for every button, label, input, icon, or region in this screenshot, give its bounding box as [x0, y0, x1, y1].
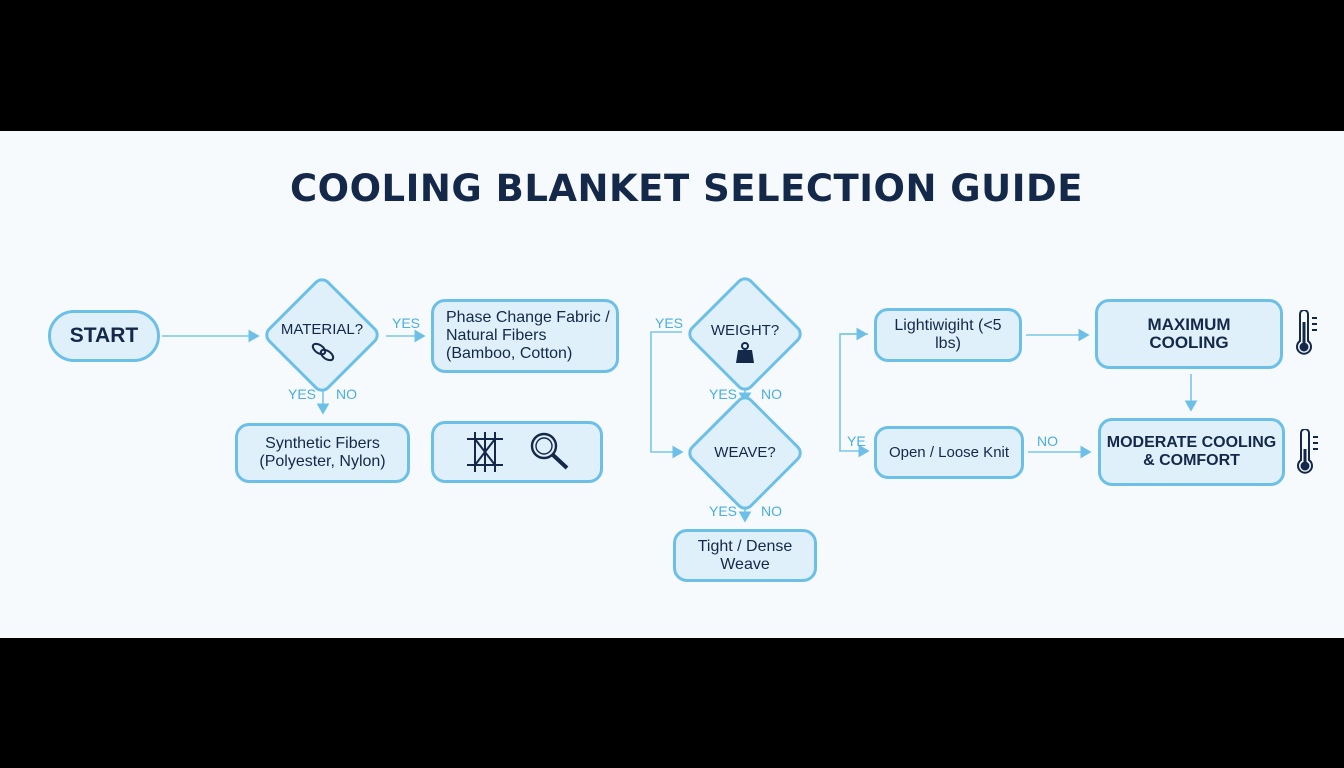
- maximum-cooling-label: MAXIMUM COOLING: [1147, 315, 1231, 352]
- fabric-icon-box: [431, 421, 603, 483]
- edge-label-yes: YES: [655, 315, 684, 331]
- open-loose-label: Open / Loose Knit: [888, 443, 1010, 461]
- edge-label-yes: YES: [288, 386, 317, 402]
- lightweight-node: Lightiwigiht (<5 lbs): [874, 308, 1022, 362]
- flowchart-canvas: COOLING BLANKET SELECTION GUIDE: [0, 131, 1344, 638]
- link-chain-icon: [311, 342, 335, 362]
- phase-change-node: Phase Change Fabric / Natural Fibers (Ba…: [431, 299, 619, 373]
- material-label: MATERIAL?: [280, 321, 364, 338]
- synthetic-label: Synthetic Fibers (Polyester, Nylon): [259, 435, 386, 470]
- maximum-cooling-node: MAXIMUM COOLING: [1095, 299, 1283, 369]
- edge-label-no: NO: [1037, 433, 1058, 449]
- weight-icon: [736, 342, 754, 363]
- weave-decision: WEAVE?: [684, 392, 806, 514]
- weight-label: WEIGHT?: [710, 322, 780, 339]
- magnifier-icon: [530, 432, 569, 470]
- weight-decision: WEIGHT?: [684, 273, 806, 395]
- edge-label-yes: YES: [709, 386, 738, 402]
- connector-lines: [162, 327, 1198, 523]
- tight-dense-label: Tight / Dense Weave: [697, 537, 793, 573]
- fabric-weave-icon: [467, 432, 503, 472]
- edge-label-ye: YE: [847, 433, 866, 449]
- edge-label-yes: YES: [709, 503, 738, 519]
- edge-label-no: NO: [761, 503, 782, 519]
- thermometer-icon: [1297, 429, 1318, 474]
- synthetic-node: Synthetic Fibers (Polyester, Nylon): [235, 423, 410, 483]
- edge-label-no: NO: [336, 386, 357, 402]
- tight-dense-node: Tight / Dense Weave: [673, 529, 817, 582]
- page-title: COOLING BLANKET SELECTION GUIDE: [290, 167, 1083, 210]
- phase-change-label: Phase Change Fabric / Natural Fibers (Ba…: [446, 309, 610, 362]
- moderate-cooling-node: MODERATE COOLING & COMFORT: [1098, 418, 1285, 486]
- lightweight-label: Lightiwigiht (<5 lbs): [894, 317, 1002, 352]
- weave-label: WEAVE?: [714, 444, 776, 461]
- edge-weight-weave-left: [650, 331, 684, 459]
- moderate-cooling-label: MODERATE COOLING & COMFORT: [1106, 434, 1277, 469]
- edge-label-no: NO: [761, 386, 782, 402]
- thermometer-icon: [1296, 310, 1317, 355]
- start-node: START: [48, 310, 160, 362]
- open-loose-node: Open / Loose Knit: [874, 426, 1024, 479]
- edge-label-yes: YES: [392, 315, 421, 331]
- material-decision: MATERIAL?: [261, 274, 383, 396]
